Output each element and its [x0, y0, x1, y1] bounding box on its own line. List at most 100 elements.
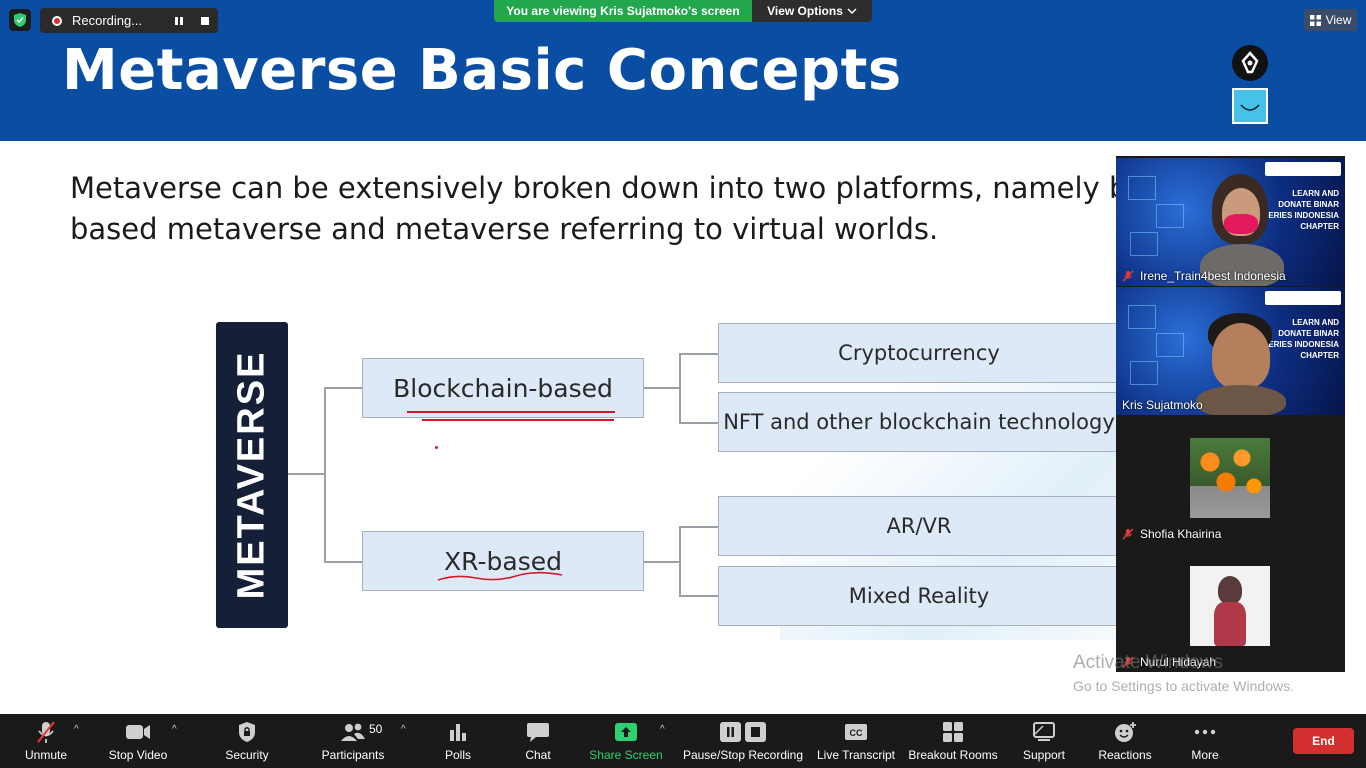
participant-name: Kris Sujatmoko — [1122, 398, 1203, 412]
unmute-label: Unmute — [24, 748, 68, 762]
participant-name-label: Kris Sujatmoko — [1122, 398, 1203, 412]
hex-pattern — [1130, 232, 1158, 256]
participant-name-label: Irene_Train4best Indonesia — [1140, 269, 1286, 283]
breakout-rooms-label: Breakout Rooms — [908, 748, 998, 762]
webinar-logo-strip — [1265, 291, 1341, 305]
view-options-button[interactable]: View Options — [752, 0, 872, 22]
slide-body-text: Metaverse can be extensively broken down… — [70, 168, 1130, 250]
polls-label: Polls — [444, 748, 471, 762]
view-options-label: View Options — [767, 4, 843, 18]
microphone-muted-icon — [1122, 656, 1134, 668]
meeting-toolbar: Unmute ^ Stop Video ^ Security Participa… — [0, 714, 1366, 768]
video-options-caret[interactable]: ^ — [172, 724, 177, 735]
view-label: View — [1325, 13, 1352, 27]
stop-video-label: Stop Video — [108, 748, 168, 762]
webinar-logo-strip — [1265, 162, 1341, 176]
participants-button[interactable]: Participants — [315, 714, 391, 768]
support-label: Support — [1022, 748, 1066, 762]
reactions-icon — [1111, 720, 1139, 744]
polls-button[interactable]: Polls — [433, 714, 483, 768]
participant-video-person — [1200, 244, 1284, 286]
recording-indicator: Recording... — [40, 8, 218, 33]
activate-windows-watermark: Activate Windows Go to Settings to activ… — [1073, 652, 1294, 694]
share-screen-label: Share Screen — [589, 748, 663, 762]
hex-pattern — [1128, 305, 1156, 329]
svg-text:CC: CC — [850, 728, 863, 738]
video-camera-icon — [124, 720, 152, 744]
connector-line — [643, 561, 680, 563]
slide-header: Metaverse Basic Concepts — [0, 0, 1366, 141]
participants-options-caret[interactable]: ^ — [401, 724, 406, 735]
chat-button[interactable]: Chat — [513, 714, 563, 768]
pause-stop-recording-button[interactable]: Pause/Stop Recording — [681, 714, 805, 768]
participants-icon — [339, 720, 367, 744]
nft-blockchain-node: NFT and other blockchain technology — [718, 392, 1120, 452]
participant-video-person — [1196, 385, 1286, 415]
view-button[interactable]: View — [1304, 9, 1357, 31]
connector-line — [643, 387, 680, 389]
share-screen-button[interactable]: Share Screen — [586, 714, 666, 768]
slide-body-line: based metaverse and metaverse referring … — [70, 212, 939, 246]
participant-name-label: Nurul Hidayah — [1140, 655, 1217, 669]
connector-line — [288, 473, 325, 475]
pause-icon — [174, 16, 183, 25]
audio-options-caret[interactable]: ^ — [74, 724, 79, 735]
metaverse-root-label: METAVERSE — [230, 350, 273, 600]
webinar-text: LEARN AND DONATE BINAR SERIES INDONESIA … — [1262, 189, 1339, 231]
support-button[interactable]: Support — [1016, 714, 1072, 768]
reactions-button[interactable]: Reactions — [1094, 714, 1156, 768]
video-tile-active-speaker[interactable]: LEARN AND DONATE BINAR SERIES INDONESIA … — [1116, 287, 1345, 415]
stop-video-button[interactable]: Stop Video — [103, 714, 173, 768]
pen-underline — [407, 411, 615, 413]
hex-pattern — [1156, 333, 1184, 357]
more-label: More — [1191, 748, 1219, 762]
connector-line — [324, 561, 362, 563]
hex-pattern — [1156, 204, 1184, 228]
closed-caption-icon: CC — [842, 720, 870, 744]
breakout-rooms-button[interactable]: Breakout Rooms — [906, 714, 1000, 768]
video-tile[interactable]: Shofia Khairina — [1116, 416, 1345, 544]
live-transcript-button[interactable]: CC Live Transcript — [814, 714, 898, 768]
shield-icon — [233, 720, 261, 744]
stop-recording-button[interactable] — [196, 12, 213, 29]
xr-based-node: XR-based — [362, 531, 644, 591]
participant-name: Shofia Khairina — [1122, 527, 1221, 541]
security-label: Security — [225, 748, 269, 762]
share-options-caret[interactable]: ^ — [660, 724, 665, 735]
viewing-screen-label: You are viewing Kris Sujatmoko's screen — [494, 0, 752, 22]
live-transcript-label: Live Transcript — [816, 748, 896, 762]
stop-icon — [200, 16, 209, 25]
connector-line — [679, 422, 718, 424]
encryption-shield-icon[interactable] — [9, 9, 31, 31]
connector-line — [679, 353, 681, 423]
slide-body-line: Metaverse can be extensively broken down… — [70, 171, 1130, 205]
breakout-rooms-icon — [939, 720, 967, 744]
hex-pattern — [1130, 361, 1158, 385]
smile-logo-icon — [1232, 88, 1268, 124]
connector-line — [324, 387, 362, 389]
blockchain-based-node: Blockchain-based — [362, 358, 644, 418]
pause-recording-button[interactable] — [170, 12, 187, 29]
more-button[interactable]: More — [1180, 714, 1230, 768]
ar-vr-node: AR/VR — [718, 496, 1120, 556]
more-dots-icon — [1191, 720, 1219, 744]
watermark-line: Activate Windows — [1073, 652, 1223, 673]
pen-logo-icon — [1232, 45, 1268, 81]
video-tile[interactable]: LEARN AND DONATE BINAR SERIES INDONESIA … — [1116, 158, 1345, 286]
chevron-down-icon — [847, 8, 857, 15]
participant-name-label: Shofia Khairina — [1140, 527, 1222, 541]
pen-underline — [422, 419, 614, 421]
participant-name: Irene_Train4best Indonesia — [1122, 269, 1286, 283]
participant-count: 50 — [369, 722, 383, 736]
metaverse-root-box — [216, 322, 288, 628]
chat-icon — [524, 720, 552, 744]
unmute-button[interactable]: Unmute — [16, 714, 76, 768]
connector-line — [679, 353, 718, 355]
recording-controls-icon — [718, 720, 768, 744]
screen-share-banner: You are viewing Kris Sujatmoko's screen … — [494, 0, 872, 22]
recording-label: Recording... — [72, 13, 143, 28]
end-meeting-button[interactable]: End — [1293, 728, 1354, 754]
video-tile[interactable]: Nurul Hidayah — [1116, 544, 1345, 672]
security-button[interactable]: Security — [217, 714, 277, 768]
profile-photo-person-figure — [1214, 602, 1246, 646]
